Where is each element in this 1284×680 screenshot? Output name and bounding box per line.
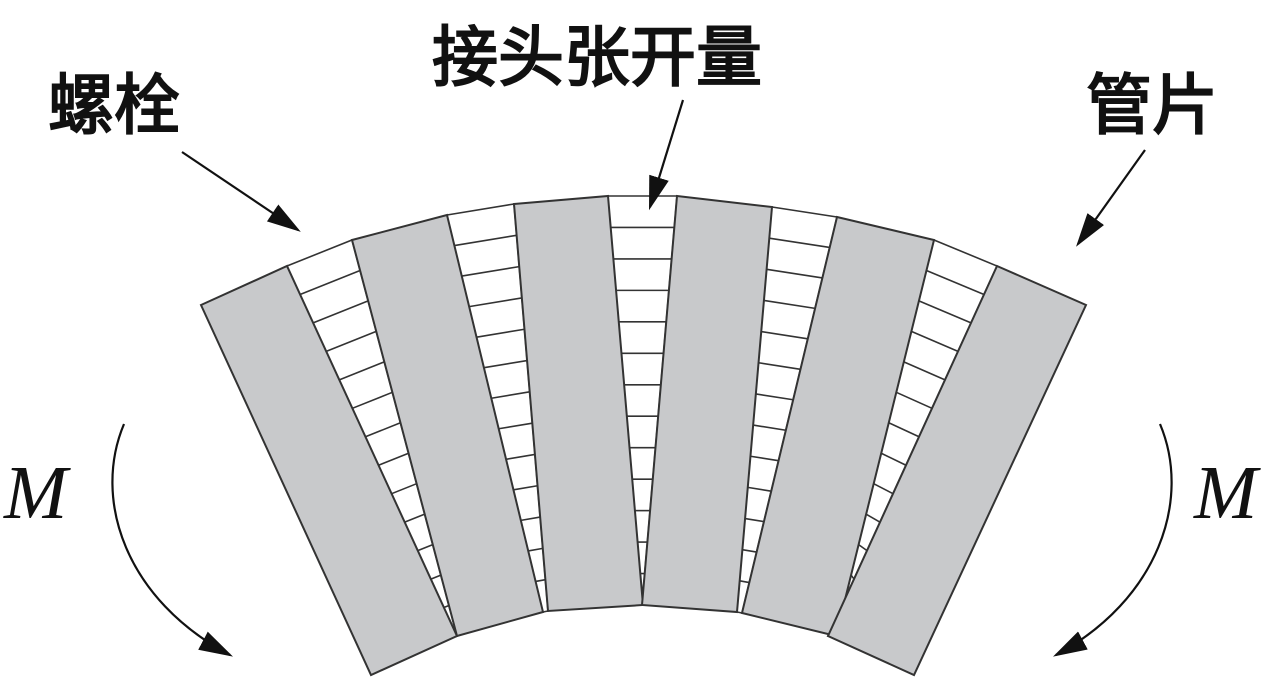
joint-opening-label: 接头张开量 [432, 18, 762, 96]
bolt-line [742, 548, 757, 553]
tunnel-segments [199, 194, 1088, 677]
bolt-line [761, 330, 808, 340]
bolt-line [747, 486, 772, 492]
bolt-line [520, 516, 541, 522]
bolt-pointer-arrow [181, 151, 301, 232]
moment-right-label: M [1193, 451, 1261, 535]
bolt-line [505, 453, 536, 461]
bolt-line [352, 391, 393, 410]
segment-pointer-arrow [1076, 149, 1146, 247]
bolt-line [299, 269, 361, 296]
joint-opening-pointer-arrow [648, 99, 685, 211]
bolt-line [378, 452, 409, 466]
bolt-line [461, 265, 520, 277]
bolt-label: 螺栓 [48, 66, 180, 144]
moment-right-arrow [1053, 423, 1173, 657]
bolt-line [312, 300, 369, 324]
bolt-line [744, 517, 765, 523]
bolt-line [753, 424, 786, 432]
bolt-line [528, 547, 543, 552]
bolt-line [454, 234, 517, 247]
bolt-line [766, 268, 823, 279]
bolt-line [865, 513, 881, 523]
bolt-line [417, 543, 434, 552]
segment-block-4 [640, 194, 774, 614]
bolt-line [535, 578, 546, 583]
bolt-line [769, 237, 830, 249]
bolt-line [755, 393, 794, 401]
bolt-line [325, 330, 377, 353]
bolt-line [888, 422, 920, 438]
bolt-line [873, 482, 894, 495]
bolt-line [918, 300, 972, 324]
bolt-line [758, 361, 801, 371]
bolt-line [404, 513, 425, 523]
bolt-line [469, 297, 522, 308]
bolt-line [430, 574, 442, 580]
bolt-line [903, 361, 946, 381]
bolt-line [926, 269, 985, 296]
segment-block-2 [350, 213, 545, 638]
bolt-line [476, 328, 525, 338]
segment-label: 管片 [1086, 66, 1218, 144]
bolt-line [880, 452, 907, 466]
bolt-line [858, 543, 868, 552]
bolt-line [763, 299, 816, 310]
bolt-line [750, 455, 779, 462]
bolt-line [513, 484, 538, 491]
bolt-line [365, 422, 401, 438]
moment-left-arrow [111, 423, 234, 657]
bolt-line [491, 391, 530, 400]
bolt-line [498, 422, 533, 430]
bolt-line [339, 361, 385, 381]
bolt-line [483, 359, 528, 369]
moment-left-label: M [3, 451, 71, 535]
bolt-line [895, 391, 933, 410]
bolt-line [391, 482, 417, 495]
segment-block-6 [826, 264, 1088, 677]
bolt-line [911, 330, 959, 353]
bolt-line [739, 580, 750, 584]
